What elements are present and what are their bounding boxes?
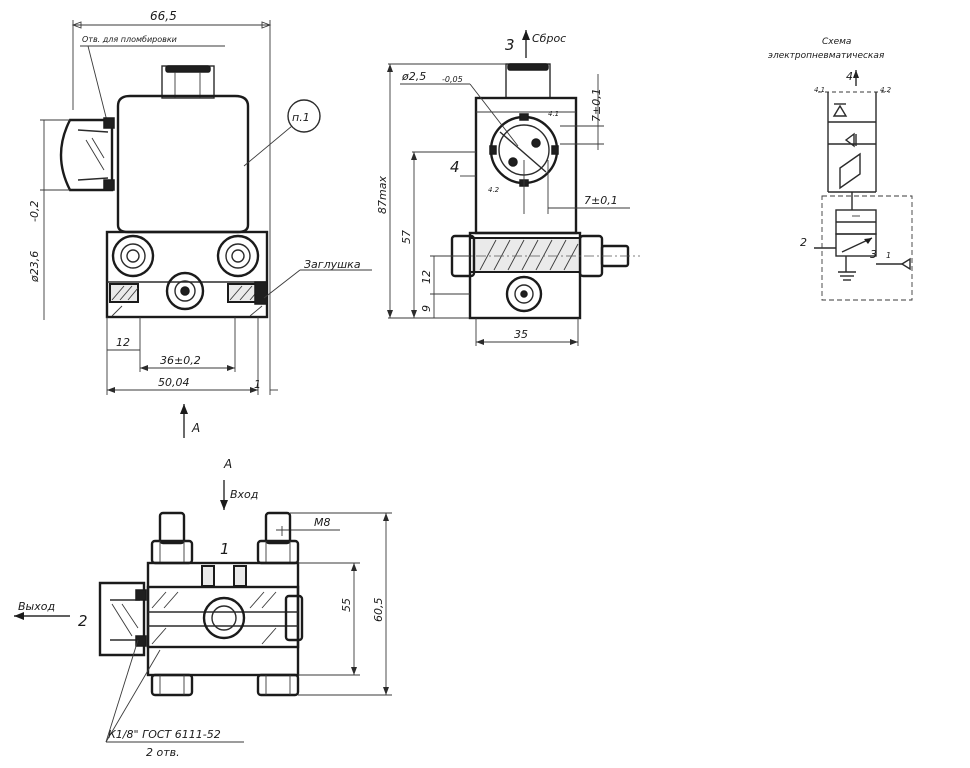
dim-7-lower: 7±0,1 <box>584 194 618 207</box>
scheme-title-2: электропневматическая <box>768 51 885 61</box>
port-4-label: 4 <box>450 158 460 176</box>
dim-60-5: 60,5 <box>372 598 385 623</box>
scheme-port-2: 2 <box>800 236 807 249</box>
port-3-label: 3 <box>505 36 515 54</box>
bottom-port-2: 2 <box>78 612 88 630</box>
outlet-label: Выход <box>18 600 55 613</box>
dim-7-upper: 7±0,1 <box>590 88 603 122</box>
dim-50-04: 50,04 <box>158 376 190 389</box>
bottom-port-1: 1 <box>220 540 230 558</box>
pin-4-1: 4.1 <box>548 110 559 118</box>
reset-label: Сброс <box>532 32 566 45</box>
callout-p1: п.1 <box>292 111 310 124</box>
thread-m8: M8 <box>314 516 331 529</box>
dim-66-5: 66,5 <box>150 9 177 23</box>
dim-dia-2-5: ø2,5 <box>401 70 426 83</box>
purge-hole-note: Отв. для пломбировки <box>82 35 177 44</box>
dim-dia-2-5-tol: -0,05 <box>442 75 463 84</box>
dim-1: 1 <box>254 378 261 391</box>
inlet-label: Вход <box>230 488 258 501</box>
gost-note: К1/8" ГОСТ 6111-52 <box>108 728 221 741</box>
electropneumatic-scheme: Схема электропневматическая 4 4.1 4.2 2 … <box>768 37 913 301</box>
scheme-port-3: 3 <box>870 248 877 261</box>
holes-qty: 2 отв. <box>146 746 180 759</box>
view-arrow-a: A <box>191 421 200 435</box>
dim-12: 12 <box>116 336 130 349</box>
scheme-port-4: 4 <box>846 70 853 83</box>
dim-57: 57 <box>400 230 413 244</box>
bottom-view-a: A Вход 1 M8 <box>14 457 392 759</box>
bottom-view-label: A <box>223 457 232 471</box>
dim-9: 9 <box>420 305 433 312</box>
scheme-pin-4-2: 4.2 <box>880 86 892 94</box>
side-view: 3 Сброс 4.1 4.2 ø2,5 -0,05 7±0,1 <box>376 30 640 346</box>
dim-87max: 87max <box>376 176 389 214</box>
scheme-pin-4-1: 4.1 <box>814 86 825 94</box>
pin-4-2: 4.2 <box>488 186 500 194</box>
front-view: 66,5 Отв. для пломбировки ø23,6 -0,2 п.1 <box>28 9 372 438</box>
dim-12-side: 12 <box>420 270 433 284</box>
scheme-port-1: 1 <box>886 251 891 260</box>
scheme-title-1: Схема <box>822 37 851 47</box>
dim-dia-tol: -0,2 <box>28 201 41 222</box>
dim-dia-23-6: ø23,6 <box>28 251 41 283</box>
dim-36: 36±0,2 <box>160 354 201 367</box>
plug-label: Заглушка <box>304 258 361 271</box>
dim-55: 55 <box>340 598 353 612</box>
dim-35: 35 <box>514 328 528 341</box>
